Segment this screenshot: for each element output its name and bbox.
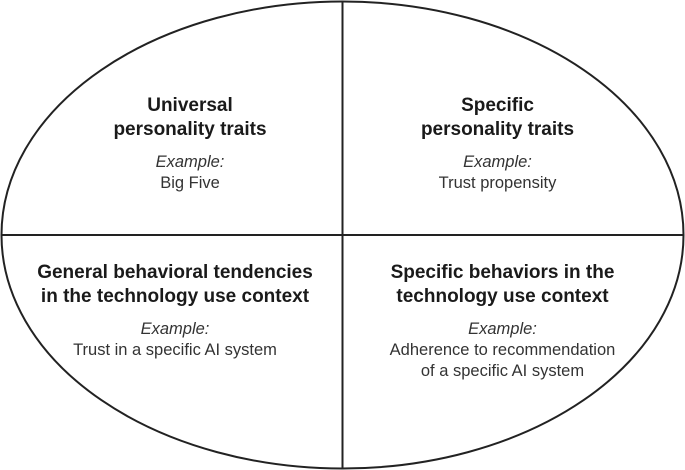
quadrant-title: Specific behaviors in the technology use…: [345, 261, 660, 309]
title-line: in the technology use context: [40, 286, 310, 307]
example-label: Example:: [155, 153, 225, 171]
quadrant-title: Specific personality traits: [345, 94, 650, 142]
example-label: Example:: [463, 153, 532, 171]
title-line: Universal: [147, 95, 233, 116]
quadrant-universal-traits: Universal personality traits Example: Bi…: [40, 94, 340, 194]
title-line: Specific: [461, 95, 534, 116]
quadrant-specific-behaviors: Specific behaviors in the technology use…: [345, 261, 660, 382]
title-line: personality traits: [420, 119, 575, 140]
quadrant-title: General behavioral tendencies in the tec…: [10, 261, 340, 309]
example-label: Example:: [468, 320, 537, 338]
quadrant-specific-traits: Specific personality traits Example: Tru…: [345, 94, 650, 194]
example-text: Trust in a specific AI system: [73, 341, 277, 359]
title-line: Specific behaviors in the: [390, 262, 615, 283]
quadrant-general-behavioral-tendencies: General behavioral tendencies in the tec…: [10, 261, 340, 361]
title-line: technology use context: [396, 286, 609, 307]
quadrant-title: Universal personality traits: [40, 94, 340, 142]
example-text: Adherence to recommendation: [389, 341, 616, 359]
example-text: Big Five: [160, 174, 220, 192]
example-label: Example:: [140, 320, 210, 338]
title-line: General behavioral tendencies: [37, 262, 313, 283]
title-line: personality traits: [113, 119, 267, 140]
example-text: Trust propensity: [438, 174, 557, 192]
example-text: of a specific AI system: [420, 362, 585, 380]
